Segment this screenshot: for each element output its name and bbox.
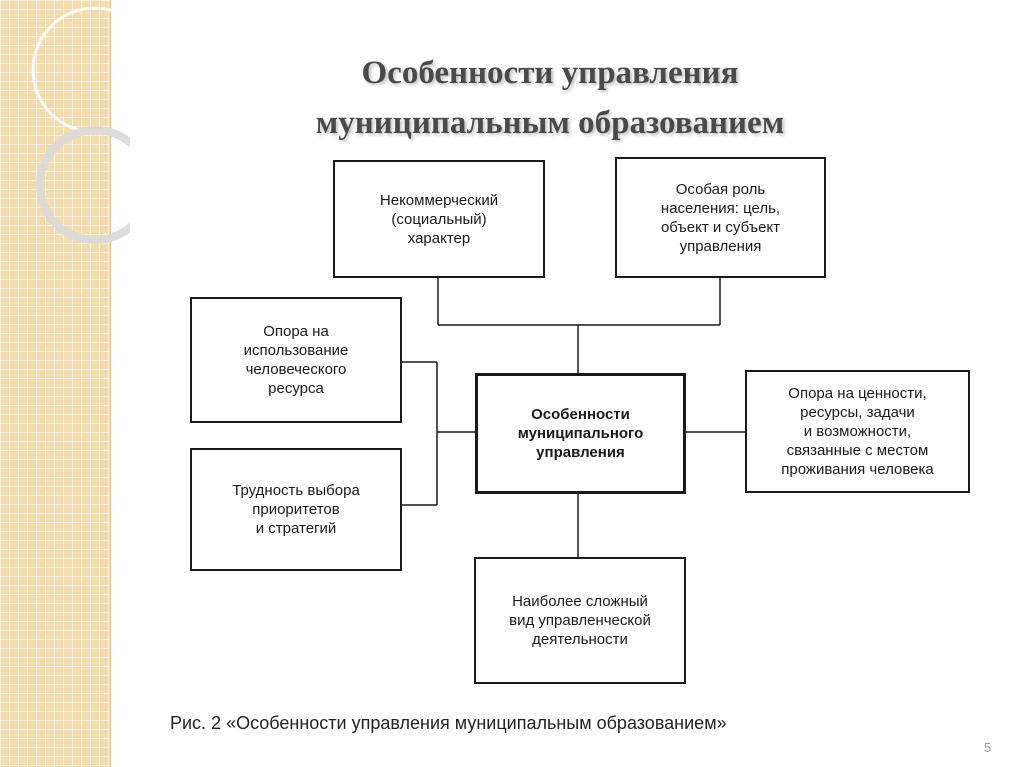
box-most-complex-activity: Наиболее сложный вид управленческой деят… <box>474 557 686 684</box>
slide-title: Особенности управления муниципальным обр… <box>200 48 900 148</box>
box-special-role-of-population: Особая роль населения: цель, объект и су… <box>615 157 826 278</box>
box-priority-choice-difficulty: Трудность выбора приоритетов и стратегий <box>190 448 402 571</box>
page-number: 5 <box>984 740 992 755</box>
box-noncommercial-character-text: Некоммерческий (социальный) характер <box>379 191 499 247</box>
slide-title-line-1: Особенности управления <box>361 55 739 91</box>
box-values-resources-reliance: Опора на ценности, ресурсы, задачи и воз… <box>745 370 970 493</box>
box-most-complex-activity-text: Наиболее сложный вид управленческой деят… <box>509 593 651 648</box>
box-noncommercial-character: Некоммерческий (социальный) характер <box>333 160 545 278</box>
decorative-circles <box>31 6 130 244</box>
figure-caption: Рис. 2 «Особенности управления муниципал… <box>170 713 727 733</box>
box-priority-choice-difficulty-text: Трудность выбора приоритетов и стратегий <box>232 482 360 537</box>
box-municipal-management-features-text: Особенности муниципального управления <box>517 406 644 461</box>
box-values-resources-reliance-text: Опора на ценности, ресурсы, задачи и воз… <box>781 385 934 478</box>
box-special-role-of-population-text: Особая роль населения: цель, объект и су… <box>660 180 781 255</box>
box-human-resource-reliance: Опора на использование человеческого рес… <box>190 297 402 423</box>
box-human-resource-reliance-text: Опора на использование человеческого рес… <box>243 323 349 397</box>
box-municipal-management-features: Особенности муниципального управления <box>475 373 686 494</box>
slide-title-line-2: муниципальным образованием <box>315 105 785 141</box>
